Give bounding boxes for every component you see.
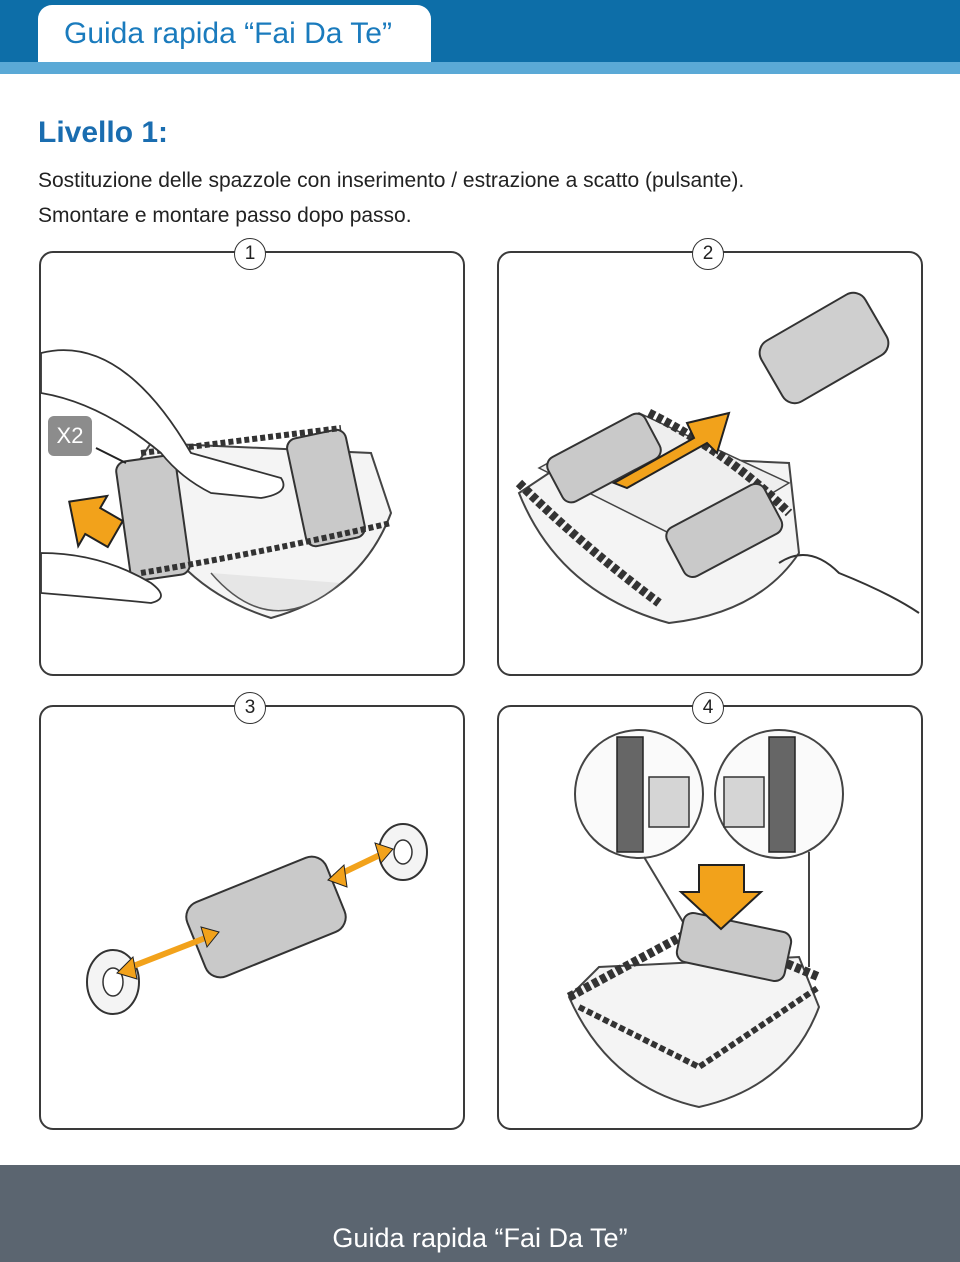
description-line-2: Smontare e montare passo dopo passo. — [38, 204, 412, 227]
step-panel-4 — [497, 705, 923, 1130]
step-panel-1 — [39, 251, 465, 676]
step-2-illustration — [515, 291, 920, 625]
level-heading: Livello 1: — [38, 116, 169, 149]
header-title: Guida rapida “Fai Da Te” — [64, 17, 392, 50]
quantity-badge: X2 — [48, 416, 92, 456]
step-4-illustration — [566, 729, 844, 1109]
footer-title: Guida rapida “Fai Da Te” — [332, 1223, 628, 1253]
step-number-3: 3 — [234, 692, 266, 724]
step-3-illustration — [86, 823, 428, 1015]
step-panel-3 — [39, 705, 465, 1130]
step-number-2: 2 — [692, 238, 724, 270]
step-panel-2 — [497, 251, 923, 676]
header-title-tab: Guida rapida “Fai Da Te” — [38, 5, 431, 62]
header-stripe — [0, 62, 960, 74]
description-line-1: Sostituzione delle spazzole con inserime… — [38, 169, 745, 192]
step-number-4: 4 — [692, 692, 724, 724]
step-number-1: 1 — [234, 238, 266, 270]
footer-bar: Guida rapida “Fai Da Te” — [0, 1165, 960, 1262]
step-1-illustration — [41, 349, 393, 620]
